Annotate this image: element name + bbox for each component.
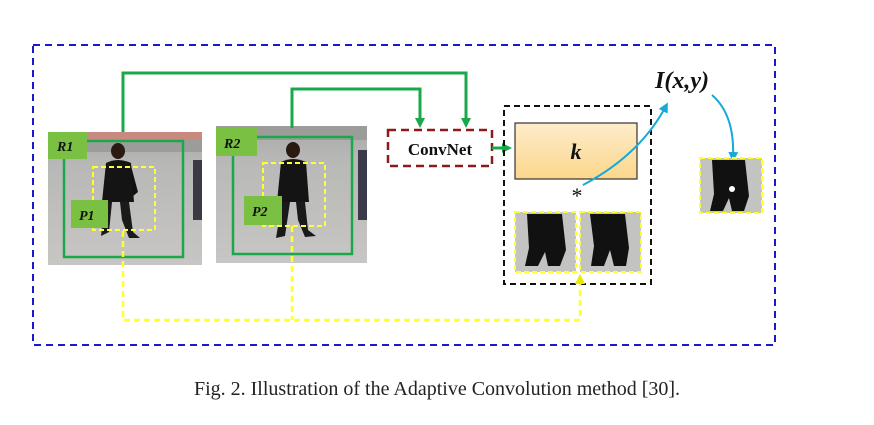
patch-label-p2: P2	[244, 196, 282, 225]
svg-text:P2: P2	[252, 205, 268, 220]
patch-box-p1	[92, 166, 156, 231]
convnet-label: ConvNet	[408, 140, 473, 159]
figure-caption: Fig. 2. Illustration of the Adaptive Con…	[193, 378, 681, 400]
kernel-box	[514, 122, 638, 180]
svg-text:R1: R1	[56, 140, 73, 155]
output-pixel-dot	[729, 186, 735, 192]
output-label: I(x,y)	[654, 68, 709, 94]
convolution-operator: *	[572, 183, 583, 208]
patch-label-p1: P1	[71, 200, 108, 228]
region-box-r2	[231, 135, 354, 256]
region-label-r2: R2	[216, 128, 257, 156]
patch-thumbnail-2	[579, 211, 642, 273]
region-label-r1: R1	[48, 132, 87, 159]
arrow-patches-to-convolution	[121, 231, 585, 322]
svg-text:P1: P1	[79, 209, 95, 224]
arrow-r2-to-convnet	[290, 87, 425, 128]
arrow-convolution-to-output-label	[582, 102, 668, 186]
patch-box-p2	[262, 162, 326, 227]
output-patch	[699, 157, 763, 214]
kernel-label: k	[571, 139, 582, 164]
person-silhouette-2	[276, 142, 316, 238]
convolution-box	[503, 105, 652, 285]
svg-text:R2: R2	[223, 137, 240, 152]
outer-border	[32, 44, 776, 346]
arrow-r1-to-convnet	[121, 71, 471, 132]
patch-thumbnail-1	[514, 211, 577, 273]
arrow-output-label-to-result	[711, 94, 739, 162]
